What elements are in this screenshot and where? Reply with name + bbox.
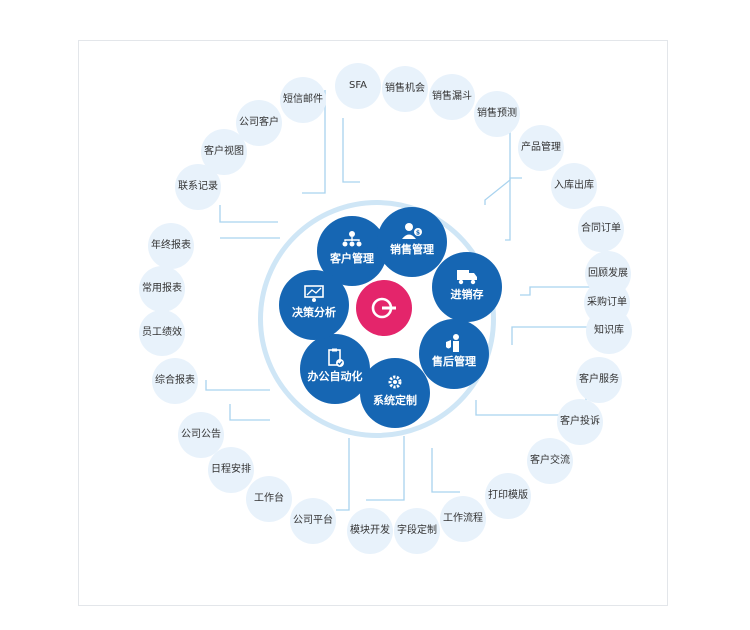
leaf-node[interactable]: 销售漏斗	[429, 74, 475, 120]
module-label: 客户管理	[330, 252, 374, 265]
leaf-node[interactable]: 销售预测	[474, 91, 520, 137]
module-after-sales[interactable]: 售后管理	[419, 319, 489, 389]
delivery-truck-icon	[457, 270, 477, 285]
leaf-node[interactable]: 短信邮件	[280, 77, 326, 123]
module-office-automation[interactable]: 办公自动化	[300, 334, 370, 404]
person-dollar-icon: $	[402, 223, 422, 239]
core-logo-icon	[371, 297, 396, 319]
module-label: 售后管理	[432, 355, 476, 368]
person-shield-icon	[446, 334, 459, 352]
leaf-node[interactable]: 知识库	[586, 308, 632, 354]
leaf-node[interactable]: 销售机会	[382, 66, 428, 112]
leaf-node[interactable]: 常用报表	[139, 266, 185, 312]
leaf-node[interactable]: 字段定制	[394, 508, 440, 554]
core-logo	[356, 280, 412, 336]
leaf-node[interactable]: 年终报表	[148, 223, 194, 269]
leaf-node[interactable]: 客户投诉	[557, 399, 603, 445]
leaf-node[interactable]: 工作台	[246, 476, 292, 522]
leaf-node[interactable]: 客户交流	[527, 438, 573, 484]
leaf-node[interactable]: 日程安排	[208, 447, 254, 493]
leaf-node[interactable]: 工作流程	[440, 496, 486, 542]
module-decision-analysis[interactable]: 决策分析	[279, 270, 349, 340]
leaf-node[interactable]: 打印模版	[485, 473, 531, 519]
leaf-node[interactable]: 模块开发	[347, 508, 393, 554]
leaf-node[interactable]: 合同订单	[578, 206, 624, 252]
svg-text:$: $	[416, 230, 420, 237]
module-label: 决策分析	[292, 306, 336, 319]
clipboard-check-icon	[328, 348, 344, 367]
leaf-node[interactable]: 客户服务	[576, 357, 622, 403]
module-label: 办公自动化	[307, 370, 363, 383]
module-label: 进销存	[450, 288, 484, 301]
module-sales-management[interactable]: $ 销售管理	[377, 207, 447, 277]
leaf-node[interactable]: 入库出库	[551, 163, 597, 209]
module-label: 系统定制	[373, 394, 417, 407]
leaf-node[interactable]: 产品管理	[518, 125, 564, 171]
leaf-node[interactable]: 公司平台	[290, 498, 336, 544]
module-system-customization[interactable]: 系统定制	[360, 358, 430, 428]
module-inventory[interactable]: 进销存	[432, 252, 502, 322]
leaf-node[interactable]: 公司公告	[178, 412, 224, 458]
module-label: 销售管理	[390, 243, 434, 256]
leaf-node[interactable]: 客户视图	[201, 129, 247, 175]
leaf-node[interactable]: 员工绩效	[139, 310, 185, 356]
leaf-node[interactable]: 公司客户	[236, 100, 282, 146]
presentation-board-icon	[304, 285, 324, 302]
leaf-node[interactable]: SFA	[335, 63, 381, 109]
gear-icon	[388, 375, 402, 389]
leaf-node[interactable]: 综合报表	[152, 358, 198, 404]
team-hierarchy-icon	[342, 231, 362, 247]
